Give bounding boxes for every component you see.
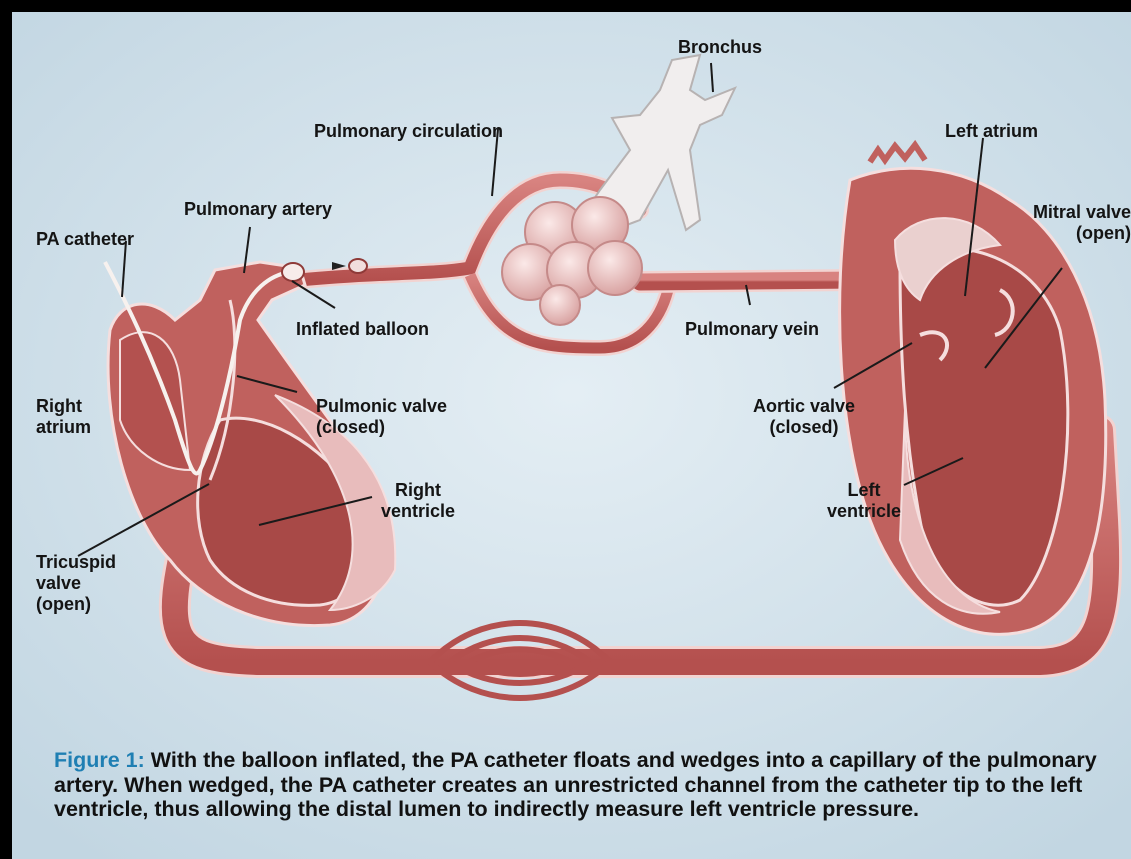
label-pulmonary-circulation: Pulmonary circulation	[314, 121, 503, 142]
label-right-ventricle: Right ventricle	[368, 480, 468, 522]
figure-caption: Figure 1: With the balloon inflated, the…	[54, 748, 1131, 822]
inflated-balloon	[282, 263, 304, 281]
label-inflated-balloon: Inflated balloon	[296, 319, 429, 340]
label-left-atrium: Left atrium	[945, 121, 1038, 142]
caption-text: With the balloon inflated, the PA cathet…	[54, 748, 1097, 821]
label-mitral-valve: Mitral valve (open)	[1003, 202, 1131, 244]
label-tricuspid-valve: Tricuspid valve (open)	[36, 552, 116, 615]
label-bronchus: Bronchus	[678, 37, 762, 58]
balloon-tip	[349, 259, 367, 273]
label-aortic-valve: Aortic valve (closed)	[724, 396, 884, 438]
label-right-atrium: Right atrium	[36, 396, 91, 438]
label-pulmonary-artery: Pulmonary artery	[184, 199, 332, 220]
label-pulmonary-vein: Pulmonary vein	[685, 319, 819, 340]
figure-number: Figure 1:	[54, 748, 145, 772]
label-pa-catheter: PA catheter	[36, 229, 134, 250]
label-pulmonic-valve: Pulmonic valve (closed)	[316, 396, 447, 438]
label-left-ventricle: Left ventricle	[814, 480, 914, 522]
diagram-panel: Bronchus Pulmonary circulation Left atri…	[12, 12, 1131, 859]
